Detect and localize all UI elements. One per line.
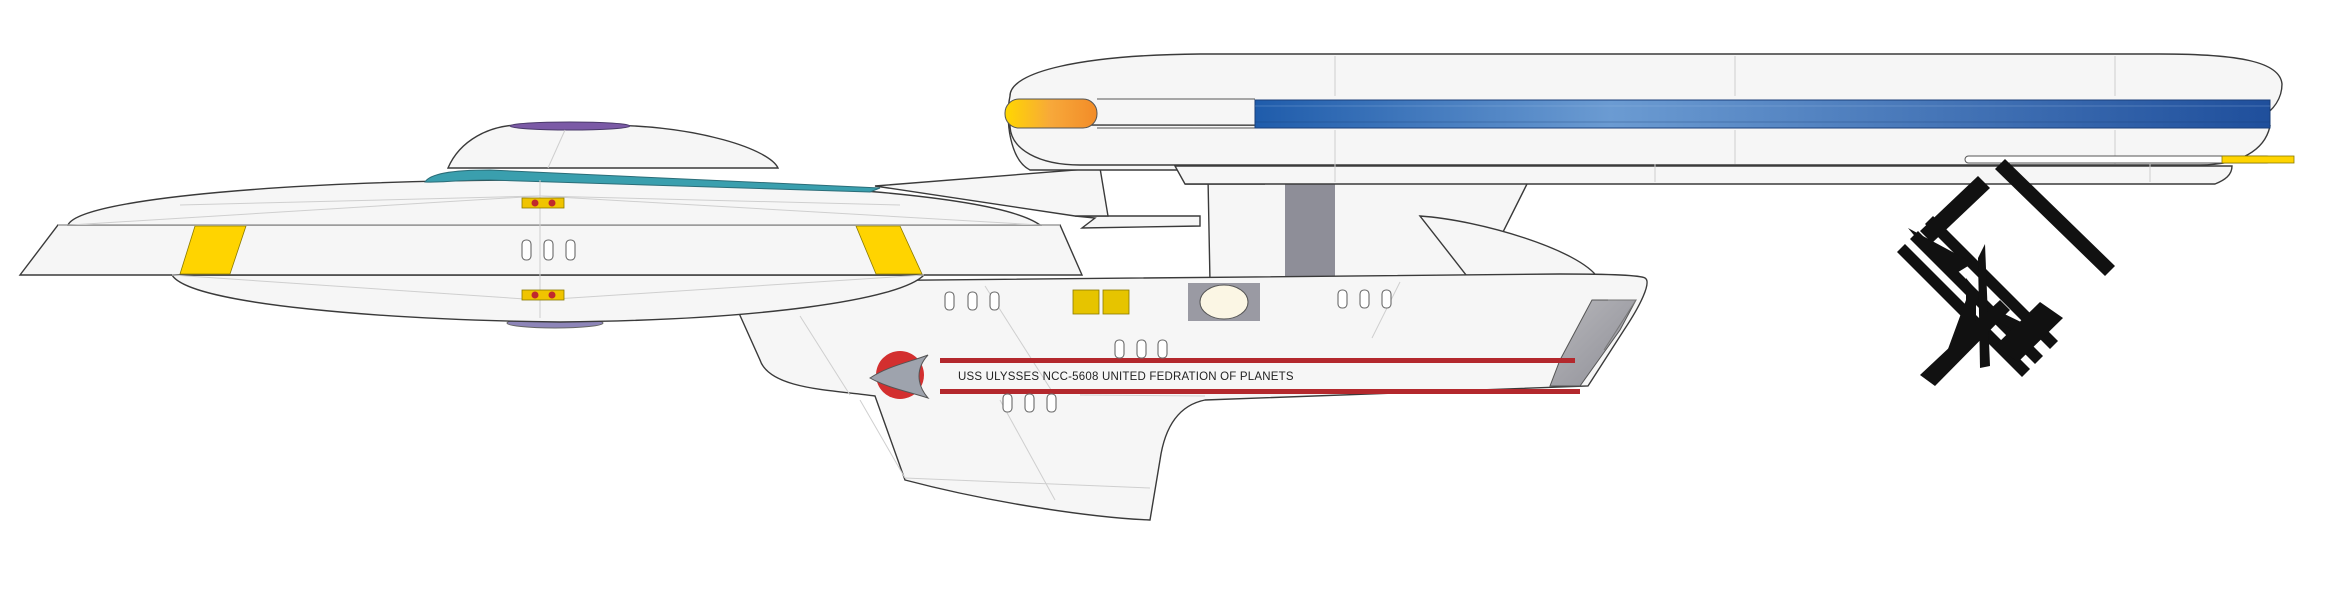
diamond-k-logo: [1897, 159, 2115, 386]
engineering-hull: [723, 215, 1648, 521]
warp-nacelle: [1004, 53, 2295, 185]
starfleet-delta-emblem: [869, 351, 930, 400]
panel-line: [859, 399, 906, 479]
panel-line: [904, 477, 1151, 489]
teal-band: [424, 169, 881, 193]
nacelle-end-cap: [2221, 155, 2295, 164]
panel-line: [1079, 394, 1206, 397]
hangar-dome: [1199, 284, 1249, 320]
hull-stripes: [940, 358, 1580, 394]
nacelle-pylon: [1207, 177, 1532, 283]
hull-markers: [1072, 283, 1260, 321]
rim-marker-right: [855, 225, 923, 275]
upper-light-bar: [521, 197, 565, 209]
rim-marker-left: [179, 225, 247, 275]
engineering-windows: [944, 289, 1392, 413]
lower-red-stripe: [940, 389, 1580, 394]
warp-grille: [1254, 99, 2271, 129]
panel-line: [799, 315, 851, 396]
panel-line: [1371, 281, 1401, 339]
saucer-section: [18, 121, 1084, 329]
upper-red-stripe: [940, 358, 1575, 363]
registry-text: USS ULYSSES NCC-5608 UNITED FEDRATION OF…: [958, 371, 1294, 383]
dorsal-neck: [874, 167, 1109, 217]
bridge-dome: [509, 121, 631, 131]
lower-light-bar: [521, 289, 565, 301]
pylon-stripe: [1285, 184, 1335, 276]
bussard-collector: [1004, 98, 1098, 129]
